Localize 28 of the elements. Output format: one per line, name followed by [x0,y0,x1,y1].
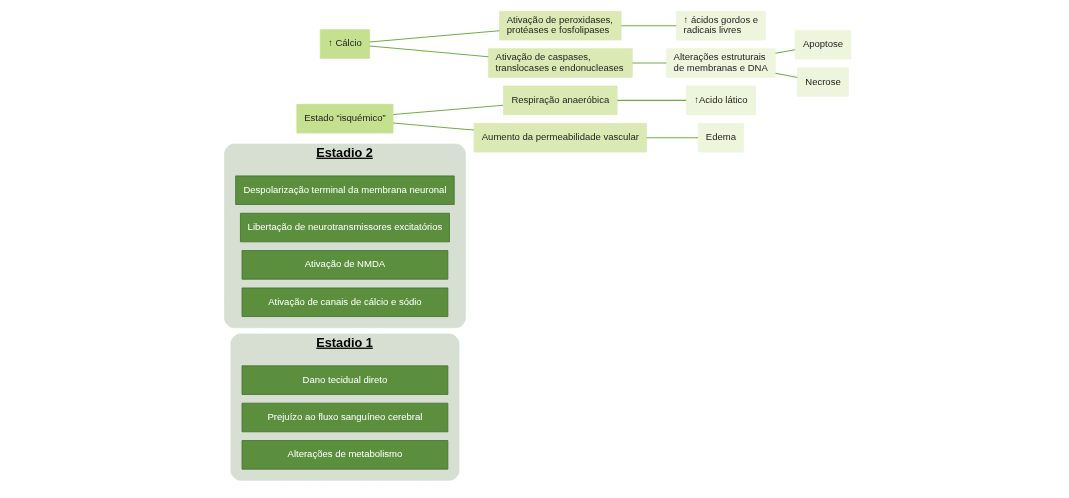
connector [369,30,500,43]
connector [774,49,796,54]
connector [620,25,677,27]
node-box: Necrose [797,67,849,97]
node-box: Respiração anaeróbica [503,85,618,116]
connector [369,45,489,58]
node-box: Edema [697,123,744,153]
node-box: Ativação de canais de cálcio e sódio [241,287,449,317]
node-box: Ativação de NMDA [241,250,449,280]
node-box: Aumento da permeabilidade vascular [473,123,647,153]
node-box: Ativação de peroxidases, protéases e fosfolipases [499,10,622,41]
node-box: Dano tecidual direto [241,365,449,395]
node-box: ↑ ácidos gordos e radicais livres [675,10,766,41]
connector [392,122,475,131]
node-box: Prejuízo ao fluxo sanguíneo cerebral [241,402,449,433]
node-box: ↑Acido lático [685,85,756,116]
connector [616,99,687,101]
node-box: Ativação de caspases, translocases e endonucleases [488,48,633,78]
node-box: Estado “isquémico” [296,103,394,134]
node-box: Despolarização terminal da membrana neuronal [235,175,455,205]
node-box: Alterações de metabolismo [241,440,449,470]
connector [646,137,699,139]
node-box: ↑ Cálcio [319,29,370,59]
node-box: Alterações estruturais de membranas e DNA [666,48,776,78]
connector [774,72,798,78]
node-box: Libertação de neurotransmissores excitatórios [240,212,450,243]
connector [392,104,504,116]
node-box: Apoptose [794,30,852,60]
